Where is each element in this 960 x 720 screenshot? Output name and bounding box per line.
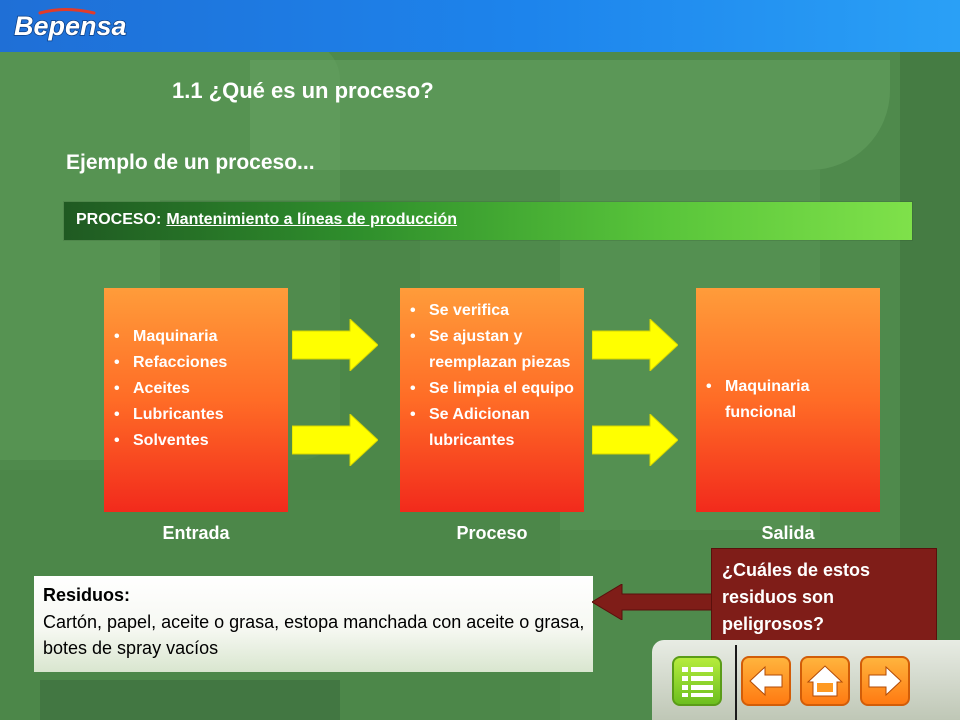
waste-box: Residuos: Cartón, papel, aceite o grasa,…: [34, 576, 593, 672]
process-item: Se Adicionan lubricantes: [410, 402, 578, 454]
process-label-bottom: Proceso: [456, 523, 528, 543]
arrow-right-icon: [868, 665, 902, 697]
process-item: Se limpia el equipo: [410, 376, 578, 402]
input-item: Lubricantes: [114, 402, 282, 428]
output-item: Maquinaria funcional: [706, 374, 856, 426]
input-item: Solventes: [114, 428, 282, 454]
input-item: Aceites: [114, 376, 282, 402]
header-bar: Bepensa: [0, 0, 960, 52]
callout-arrow-icon: [592, 584, 714, 620]
waste-text: Cartón, papel, aceite o grasa, estopa ma…: [43, 612, 585, 658]
input-label: Entrada: [162, 523, 230, 543]
output-label: Salida: [761, 523, 815, 543]
svg-text:Bepensa: Bepensa: [14, 11, 127, 41]
home-button[interactable]: [800, 656, 850, 706]
next-button[interactable]: [860, 656, 910, 706]
callout-text: ¿Cuáles de estos residuos son peligrosos…: [722, 560, 871, 634]
home-icon: [806, 665, 844, 697]
input-item: Refacciones: [114, 350, 282, 376]
question-callout: ¿Cuáles de estos residuos son peligrosos…: [712, 549, 936, 645]
previous-button[interactable]: [741, 656, 791, 706]
page-subtitle: Ejemplo de un proceso...: [66, 151, 315, 174]
process-name: Mantenimiento a líneas de producción: [166, 211, 458, 228]
flow-arrow-icon: [292, 319, 378, 371]
waste-title: Residuos:: [43, 585, 131, 605]
page-title: 1.1 ¿Qué es un proceso?: [172, 78, 434, 103]
process-item: Se verifica: [410, 298, 578, 324]
arrow-left-icon: [749, 665, 783, 697]
input-item: Maquinaria: [114, 324, 282, 350]
list-icon: [682, 667, 713, 697]
divider-line: [735, 645, 737, 720]
menu-button[interactable]: [672, 656, 722, 706]
output-list: Maquinaria funcional: [706, 374, 856, 426]
flow-arrow-icon: [592, 319, 678, 371]
process-list: Se verifica Se ajustan y reemplazan piez…: [410, 298, 578, 454]
process-banner: PROCESO:Mantenimiento a líneas de produc…: [64, 202, 912, 240]
bepensa-logo: Bepensa: [13, 8, 127, 42]
process-label: PROCESO:: [76, 211, 162, 228]
flow-arrow-icon: [592, 414, 678, 466]
input-box: Maquinaria Refacciones Aceites Lubricant…: [104, 288, 288, 512]
process-item: Se ajustan y reemplazan piezas: [410, 324, 578, 376]
flow-arrow-icon: [292, 414, 378, 466]
input-list: Maquinaria Refacciones Aceites Lubricant…: [114, 324, 282, 454]
output-box: Maquinaria funcional: [696, 288, 880, 512]
process-box: Se verifica Se ajustan y reemplazan piez…: [400, 288, 584, 512]
